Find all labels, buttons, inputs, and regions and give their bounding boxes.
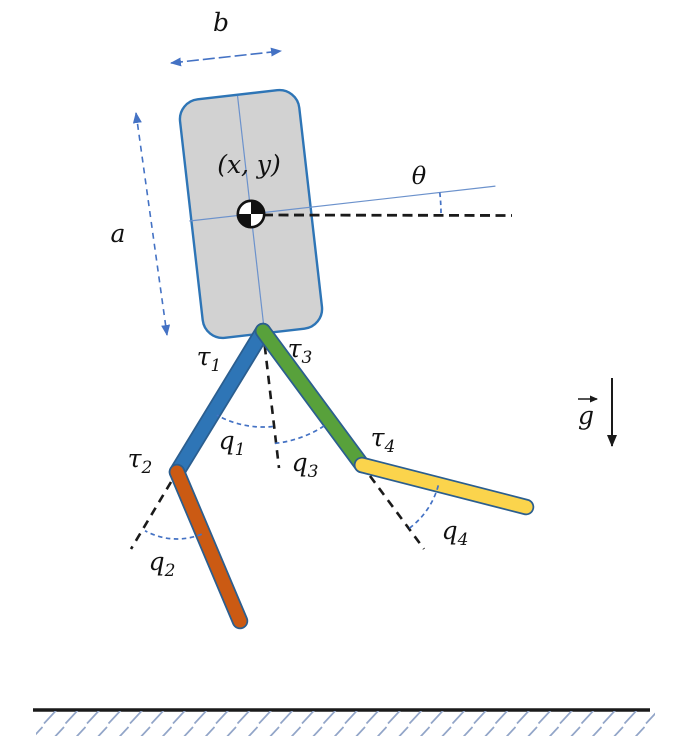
com-label: (x, y) (217, 150, 281, 179)
q2-angle-arc (144, 529, 203, 540)
com-quadrant-ne (251, 200, 265, 214)
q3-label: q3 (292, 448, 319, 482)
right-shin-link (355, 458, 533, 514)
width-label: b (213, 8, 229, 37)
q1-label: q1 (219, 426, 246, 460)
q4-angle-arc (408, 485, 440, 530)
height-label: a (111, 219, 126, 248)
left-thigh-link (170, 324, 270, 479)
left-knee-dashed-line (129, 481, 173, 550)
tau3-label: τ3 (288, 334, 313, 368)
ground-hatching (36, 711, 655, 736)
gravity-label: g (578, 401, 594, 430)
hip-axis-dashed-line (261, 330, 281, 469)
pitch-angle-arc (438, 192, 442, 216)
right-thigh-link (256, 324, 369, 472)
q2-label: q2 (149, 547, 176, 581)
tau4-label: τ4 (371, 423, 396, 457)
width-dimension-arrow (170, 47, 282, 67)
center-of-mass-symbol (236, 199, 266, 229)
q3-angle-arc (274, 425, 325, 445)
tau2-label: τ2 (128, 444, 153, 478)
torso-group (178, 88, 496, 344)
com-quadrant-sw (237, 214, 251, 228)
q4-label: q4 (442, 516, 469, 550)
right-knee-dashed-line (368, 475, 426, 550)
left-shin-link (170, 465, 247, 628)
pitch-angle-label: θ (412, 162, 427, 190)
horizontal-reference-dashed-line (262, 213, 513, 217)
height-dimension-arrow (132, 112, 171, 336)
tau1-label: τ1 (197, 342, 222, 376)
